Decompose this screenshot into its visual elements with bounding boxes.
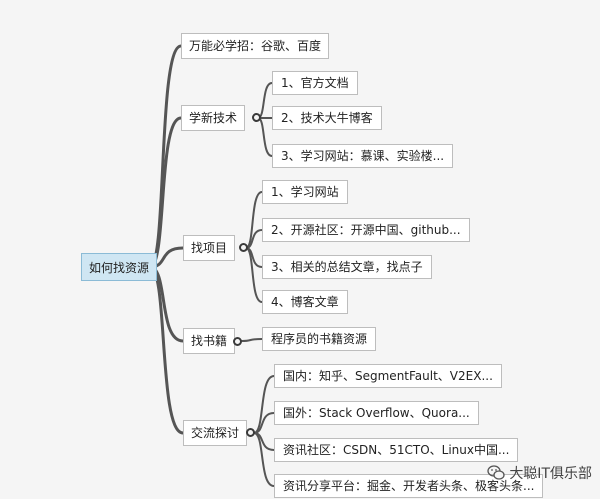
branch-learn-tech[interactable]: 学新技术 [181,105,246,131]
leaf-book-resources[interactable]: 程序员的书籍资源 [262,327,377,351]
link-find-books-child-0 [241,338,263,342]
link-root-branch-4 [148,265,185,435]
collapse-toggle-learn-tech[interactable] [252,113,261,122]
leaf-official-docs[interactable]: 1、官方文档 [272,71,358,95]
leaf-foreign[interactable]: 国外：Stack Overflow、Quora... [274,401,479,425]
link-find-projects-child-3 [245,247,263,303]
branch-discussion[interactable]: 交流探讨 [183,420,248,446]
leaf-open-source[interactable]: 2、开源社区：开源中国、github... [262,218,470,242]
leaf-learning-sites[interactable]: 3、学习网站：慕课、实验楼... [272,144,454,168]
leaf-summary-articles[interactable]: 3、相关的总结文章，找点子 [262,255,432,279]
branch-find-books[interactable]: 找书籍 [183,328,236,354]
link-learn-tech-child-0 [257,82,273,119]
branch-find-projects[interactable]: 找项目 [183,235,236,261]
root-node[interactable]: 如何找资源 [81,253,158,281]
leaf-domestic[interactable]: 国内：知乎、SegmentFault、V2EX... [274,364,502,388]
watermark: 大聪IT俱乐部 [487,463,592,483]
collapse-toggle-find-books[interactable] [233,337,242,346]
link-discussion-child-0 [253,375,275,434]
leaf-sharing-platforms[interactable]: 资讯分享平台：掘金、开发者头条、极客头条... [274,474,544,498]
link-learn-tech-child-2 [257,117,273,157]
watermark-text: 大聪IT俱乐部 [509,466,592,482]
leaf-expert-blogs[interactable]: 2、技术大牛博客 [272,106,382,130]
link-find-projects-child-0 [245,191,263,249]
collapse-toggle-discussion[interactable] [246,428,255,437]
wechat-icon [487,465,505,480]
link-discussion-child-3 [253,432,275,487]
branch-search-engines[interactable]: 万能必学招：谷歌、百度 [181,33,330,59]
collapse-toggle-find-projects[interactable] [239,243,248,252]
leaf-news-community[interactable]: 资讯社区：CSDN、51CTO、Linux中国... [274,438,519,462]
leaf-blog-articles[interactable]: 4、博客文章 [262,290,348,314]
leaf-study-sites[interactable]: 1、学习网站 [262,180,348,204]
